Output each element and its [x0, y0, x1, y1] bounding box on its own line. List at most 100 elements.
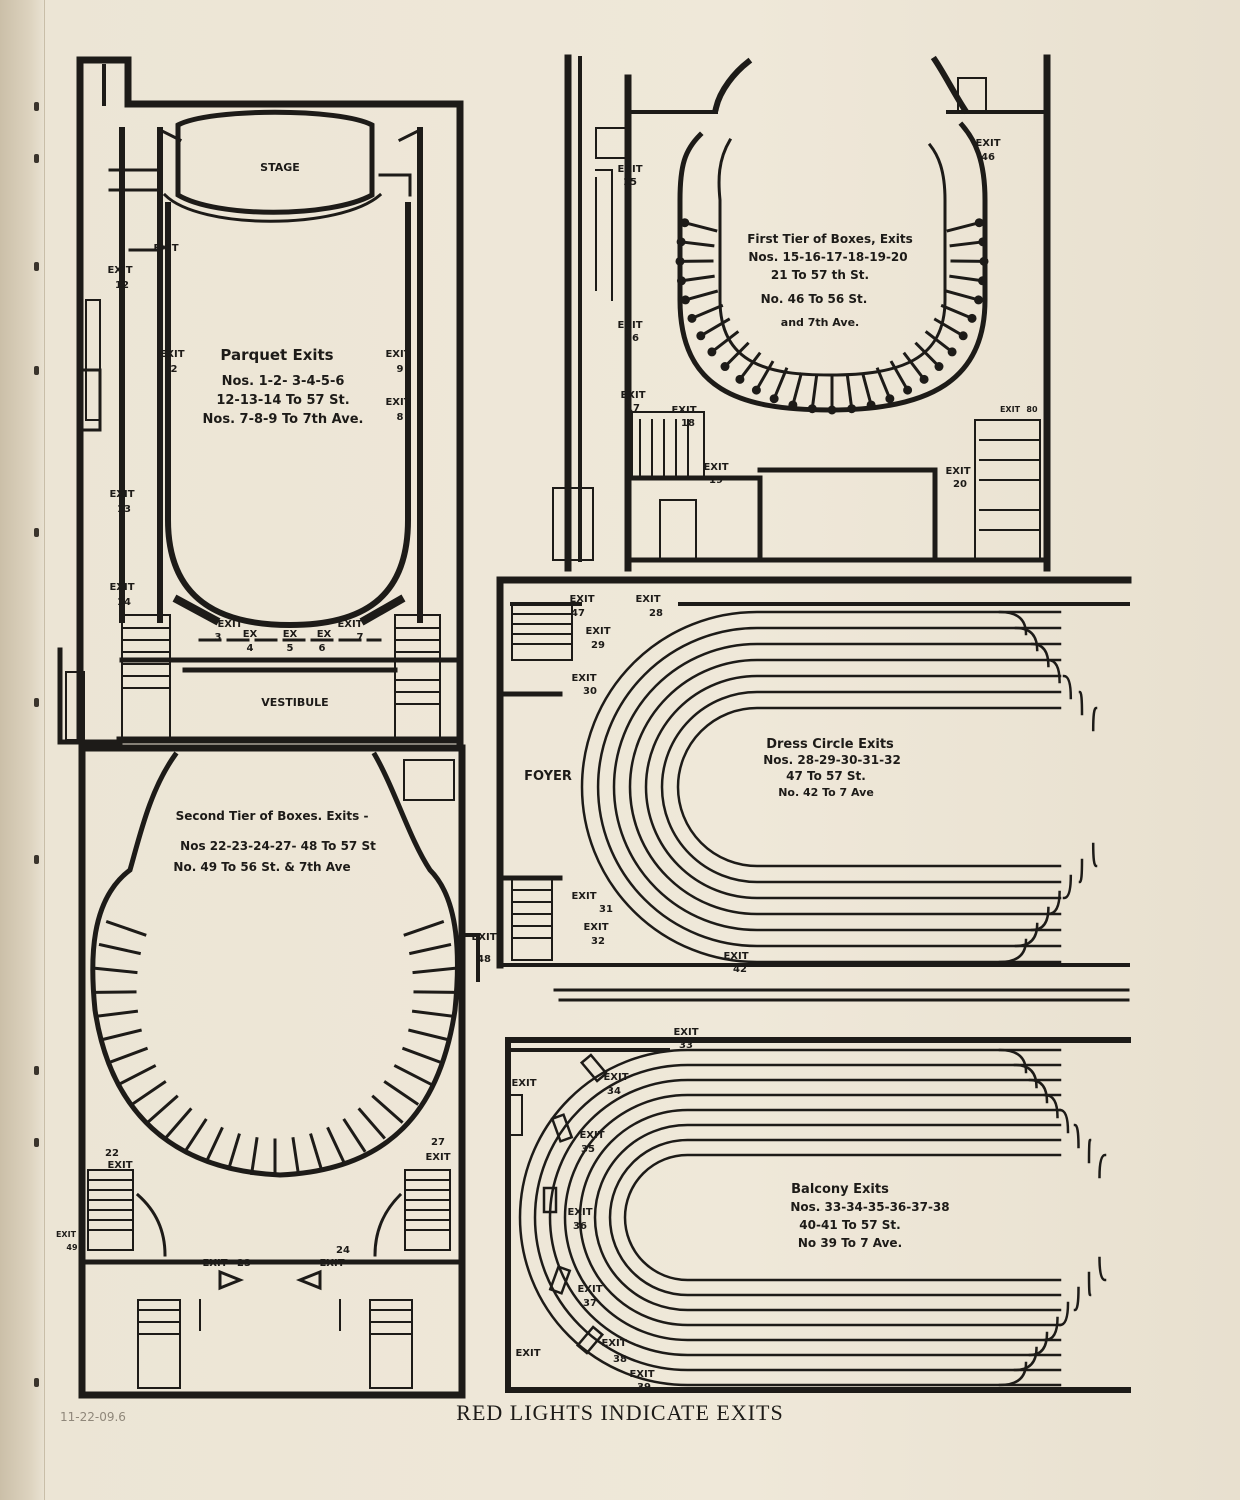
seating-row-end	[1058, 1108, 1070, 1134]
box-partition	[291, 1137, 301, 1176]
archive-stamp: 11-22-09.6	[60, 1410, 126, 1424]
exit-label: EX	[243, 629, 258, 640]
box-partition-end	[807, 404, 817, 414]
exit-label: EXIT	[515, 1348, 540, 1359]
box-partition-end	[974, 218, 984, 228]
box-partition-end	[696, 331, 706, 341]
seating-row	[593, 1123, 1062, 1312]
seating-row-end	[1046, 890, 1061, 916]
box-partition-end	[707, 347, 717, 357]
box-partition	[164, 1107, 193, 1140]
second-tier-line-1: Nos 22-23-24-27- 48 To 57 St	[180, 839, 376, 853]
seating-row	[518, 1048, 1062, 1387]
box-partition-end	[979, 256, 989, 266]
parquet-plan	[57, 56, 464, 746]
box-partition	[183, 1118, 208, 1153]
seating-row-end	[1014, 626, 1039, 652]
balcony-plan	[505, 988, 1131, 1393]
vestibule-label: VESTIBULE	[261, 696, 328, 709]
exit-label: EXIT	[567, 1207, 592, 1218]
exit-number: 5	[287, 643, 294, 654]
exit-label: EXIT	[385, 397, 410, 408]
box-partition	[949, 274, 985, 283]
box-partition	[408, 1028, 451, 1042]
stair-left	[121, 614, 171, 741]
box-partition	[105, 919, 147, 937]
box-partition-end	[885, 394, 895, 404]
exit-label: EXIT	[385, 349, 410, 360]
seating-row-end	[1030, 906, 1050, 932]
seating-row-end	[1013, 1346, 1038, 1372]
box-partition-end	[958, 331, 968, 341]
exit-number: 8	[397, 412, 404, 423]
box-partition	[945, 289, 981, 302]
box-partition-end	[680, 295, 690, 305]
seating-row	[563, 1093, 1062, 1342]
box-partition	[679, 274, 715, 283]
seating-row-end	[1046, 658, 1061, 684]
exit-label: EXIT	[629, 1369, 654, 1380]
exit-label: EXIT	[601, 1338, 626, 1349]
box-partition	[845, 375, 854, 411]
exit-number: 48	[477, 954, 491, 965]
exit-door-box	[575, 1325, 605, 1355]
seating-row	[596, 626, 1062, 948]
exit-number: 1	[165, 258, 172, 269]
seating-row	[548, 1078, 1062, 1357]
box-partition	[709, 330, 740, 355]
box-partition-end	[680, 218, 690, 228]
box-partition-end	[947, 347, 957, 357]
seating-row-end	[1043, 1316, 1059, 1342]
exit-number: 18	[681, 418, 695, 429]
exit-number: 29	[591, 640, 605, 651]
exit-door-box	[548, 1265, 572, 1295]
exit-label: EXIT	[603, 1072, 628, 1083]
box-partition-end	[827, 405, 837, 415]
seating-row-end	[998, 610, 1028, 636]
box-partition	[861, 372, 873, 407]
box-partition	[875, 367, 892, 401]
box-partition	[689, 303, 724, 321]
box-partition	[99, 1028, 142, 1042]
exit-number: 20	[953, 479, 967, 490]
dress-circle-line-2: 47 To 57 St.	[786, 769, 866, 783]
parquet-line-3: Nos. 7-8-9 To 7th Ave.	[203, 412, 364, 427]
footer-caption: RED LIGHTS INDICATE EXITS	[456, 1400, 784, 1425]
box-partition	[737, 351, 762, 382]
exit-number: 15	[623, 177, 637, 188]
box-partition-end	[847, 404, 857, 414]
box-partition	[326, 1126, 346, 1164]
exit-number: 13	[117, 504, 131, 515]
second-tier-line-2: No. 49 To 56 St. & 7th Ave	[173, 860, 350, 874]
seating-row-end	[1043, 1093, 1059, 1119]
exit-number: 27	[431, 1137, 445, 1148]
box-partition	[403, 919, 445, 937]
exit-number: 42	[733, 964, 747, 975]
box-partition	[683, 289, 719, 302]
exit-number: 12	[115, 280, 129, 291]
exit-label: EXIT	[617, 164, 642, 175]
box-partition-end	[751, 385, 761, 395]
dress-circle-title: Dress Circle Exits	[766, 737, 894, 752]
box-partition	[342, 1118, 367, 1153]
box-partition	[401, 1046, 443, 1065]
exit-number: 31	[599, 904, 613, 915]
seating-row-end	[1013, 1063, 1038, 1089]
box-partition	[949, 240, 985, 248]
dress-circle-line-1: Nos. 28-29-30-31-32	[763, 753, 901, 767]
exit-number: 32	[591, 936, 605, 947]
box-partition	[791, 372, 803, 407]
exit-label: EXIT	[56, 1230, 77, 1239]
exit-number: 35	[581, 1144, 595, 1155]
exit-door-box	[579, 1053, 609, 1083]
box-partition	[698, 317, 731, 338]
exit-number: 17	[626, 403, 640, 414]
exit-label: EX	[283, 629, 298, 640]
dress-circle-plan	[496, 576, 1132, 969]
exit-label: EXIT	[107, 1160, 132, 1171]
exit-number: 34	[607, 1086, 621, 1097]
seating-row	[644, 674, 1062, 900]
seating-row-end	[1014, 922, 1039, 948]
exit-door-box	[550, 1113, 574, 1143]
